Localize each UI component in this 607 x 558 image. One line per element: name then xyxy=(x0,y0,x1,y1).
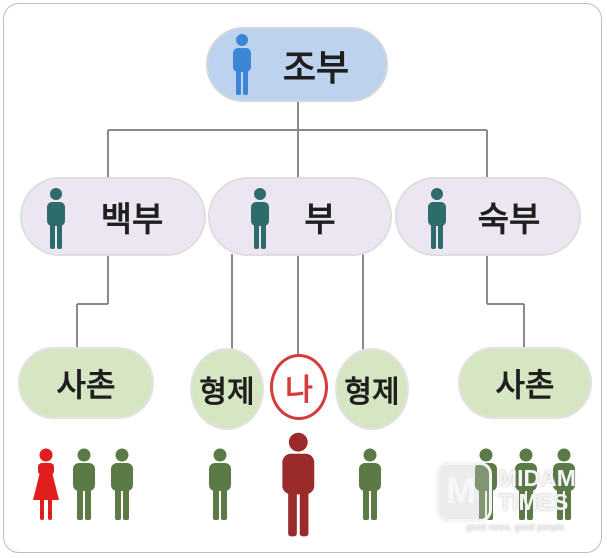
person-icon-cousin-left xyxy=(111,448,133,520)
person-icon xyxy=(233,34,251,95)
elder-uncle-node: 백부 xyxy=(20,177,206,256)
me-node: 나 xyxy=(270,354,328,420)
person-icon-self xyxy=(282,432,315,537)
watermark-tagline: good news, good people xyxy=(466,522,565,532)
person-icon-cousin-left xyxy=(73,448,95,520)
person-icon-cousin-right xyxy=(553,448,575,520)
person-icon-sibling-right xyxy=(359,448,381,520)
watermark-title-line2: TIMES xyxy=(498,489,569,515)
father-node: 부 xyxy=(208,177,392,256)
watermark-title-line1: MIDAM xyxy=(498,465,576,491)
female-person-icon-cousin-left xyxy=(33,448,59,520)
cousin-right-label: 사촌 xyxy=(495,366,555,404)
grandfather-node: 조부 xyxy=(206,27,388,102)
sibling-left-label: 형제 xyxy=(199,375,255,410)
person-icon xyxy=(47,188,65,249)
grandfather-label: 조부 xyxy=(282,47,350,89)
younger-uncle-label: 숙부 xyxy=(477,200,541,240)
midam-times-watermark: M MIDAM TIMES good news, good people xyxy=(436,462,604,534)
cousin-left-label: 사촌 xyxy=(56,366,116,404)
person-icon-cousin-right xyxy=(515,448,537,520)
younger-uncle-node: 숙부 xyxy=(395,177,581,256)
cousin-left-node: 사촌 xyxy=(18,347,154,419)
cousin-right-node: 사촌 xyxy=(458,347,592,419)
me-label: 나 xyxy=(285,373,313,408)
elder-uncle-label: 백부 xyxy=(100,200,164,240)
person-icon-sibling-left xyxy=(209,448,231,520)
watermark-logo-letter: M xyxy=(446,470,476,511)
sibling-right-node: 형제 xyxy=(335,348,409,430)
father-label: 부 xyxy=(304,200,336,240)
midam-logo-icon xyxy=(436,462,492,522)
person-icon xyxy=(428,188,446,249)
sibling-right-label: 형제 xyxy=(344,375,400,410)
sibling-left-node: 형제 xyxy=(190,348,264,430)
person-icon xyxy=(251,188,269,249)
